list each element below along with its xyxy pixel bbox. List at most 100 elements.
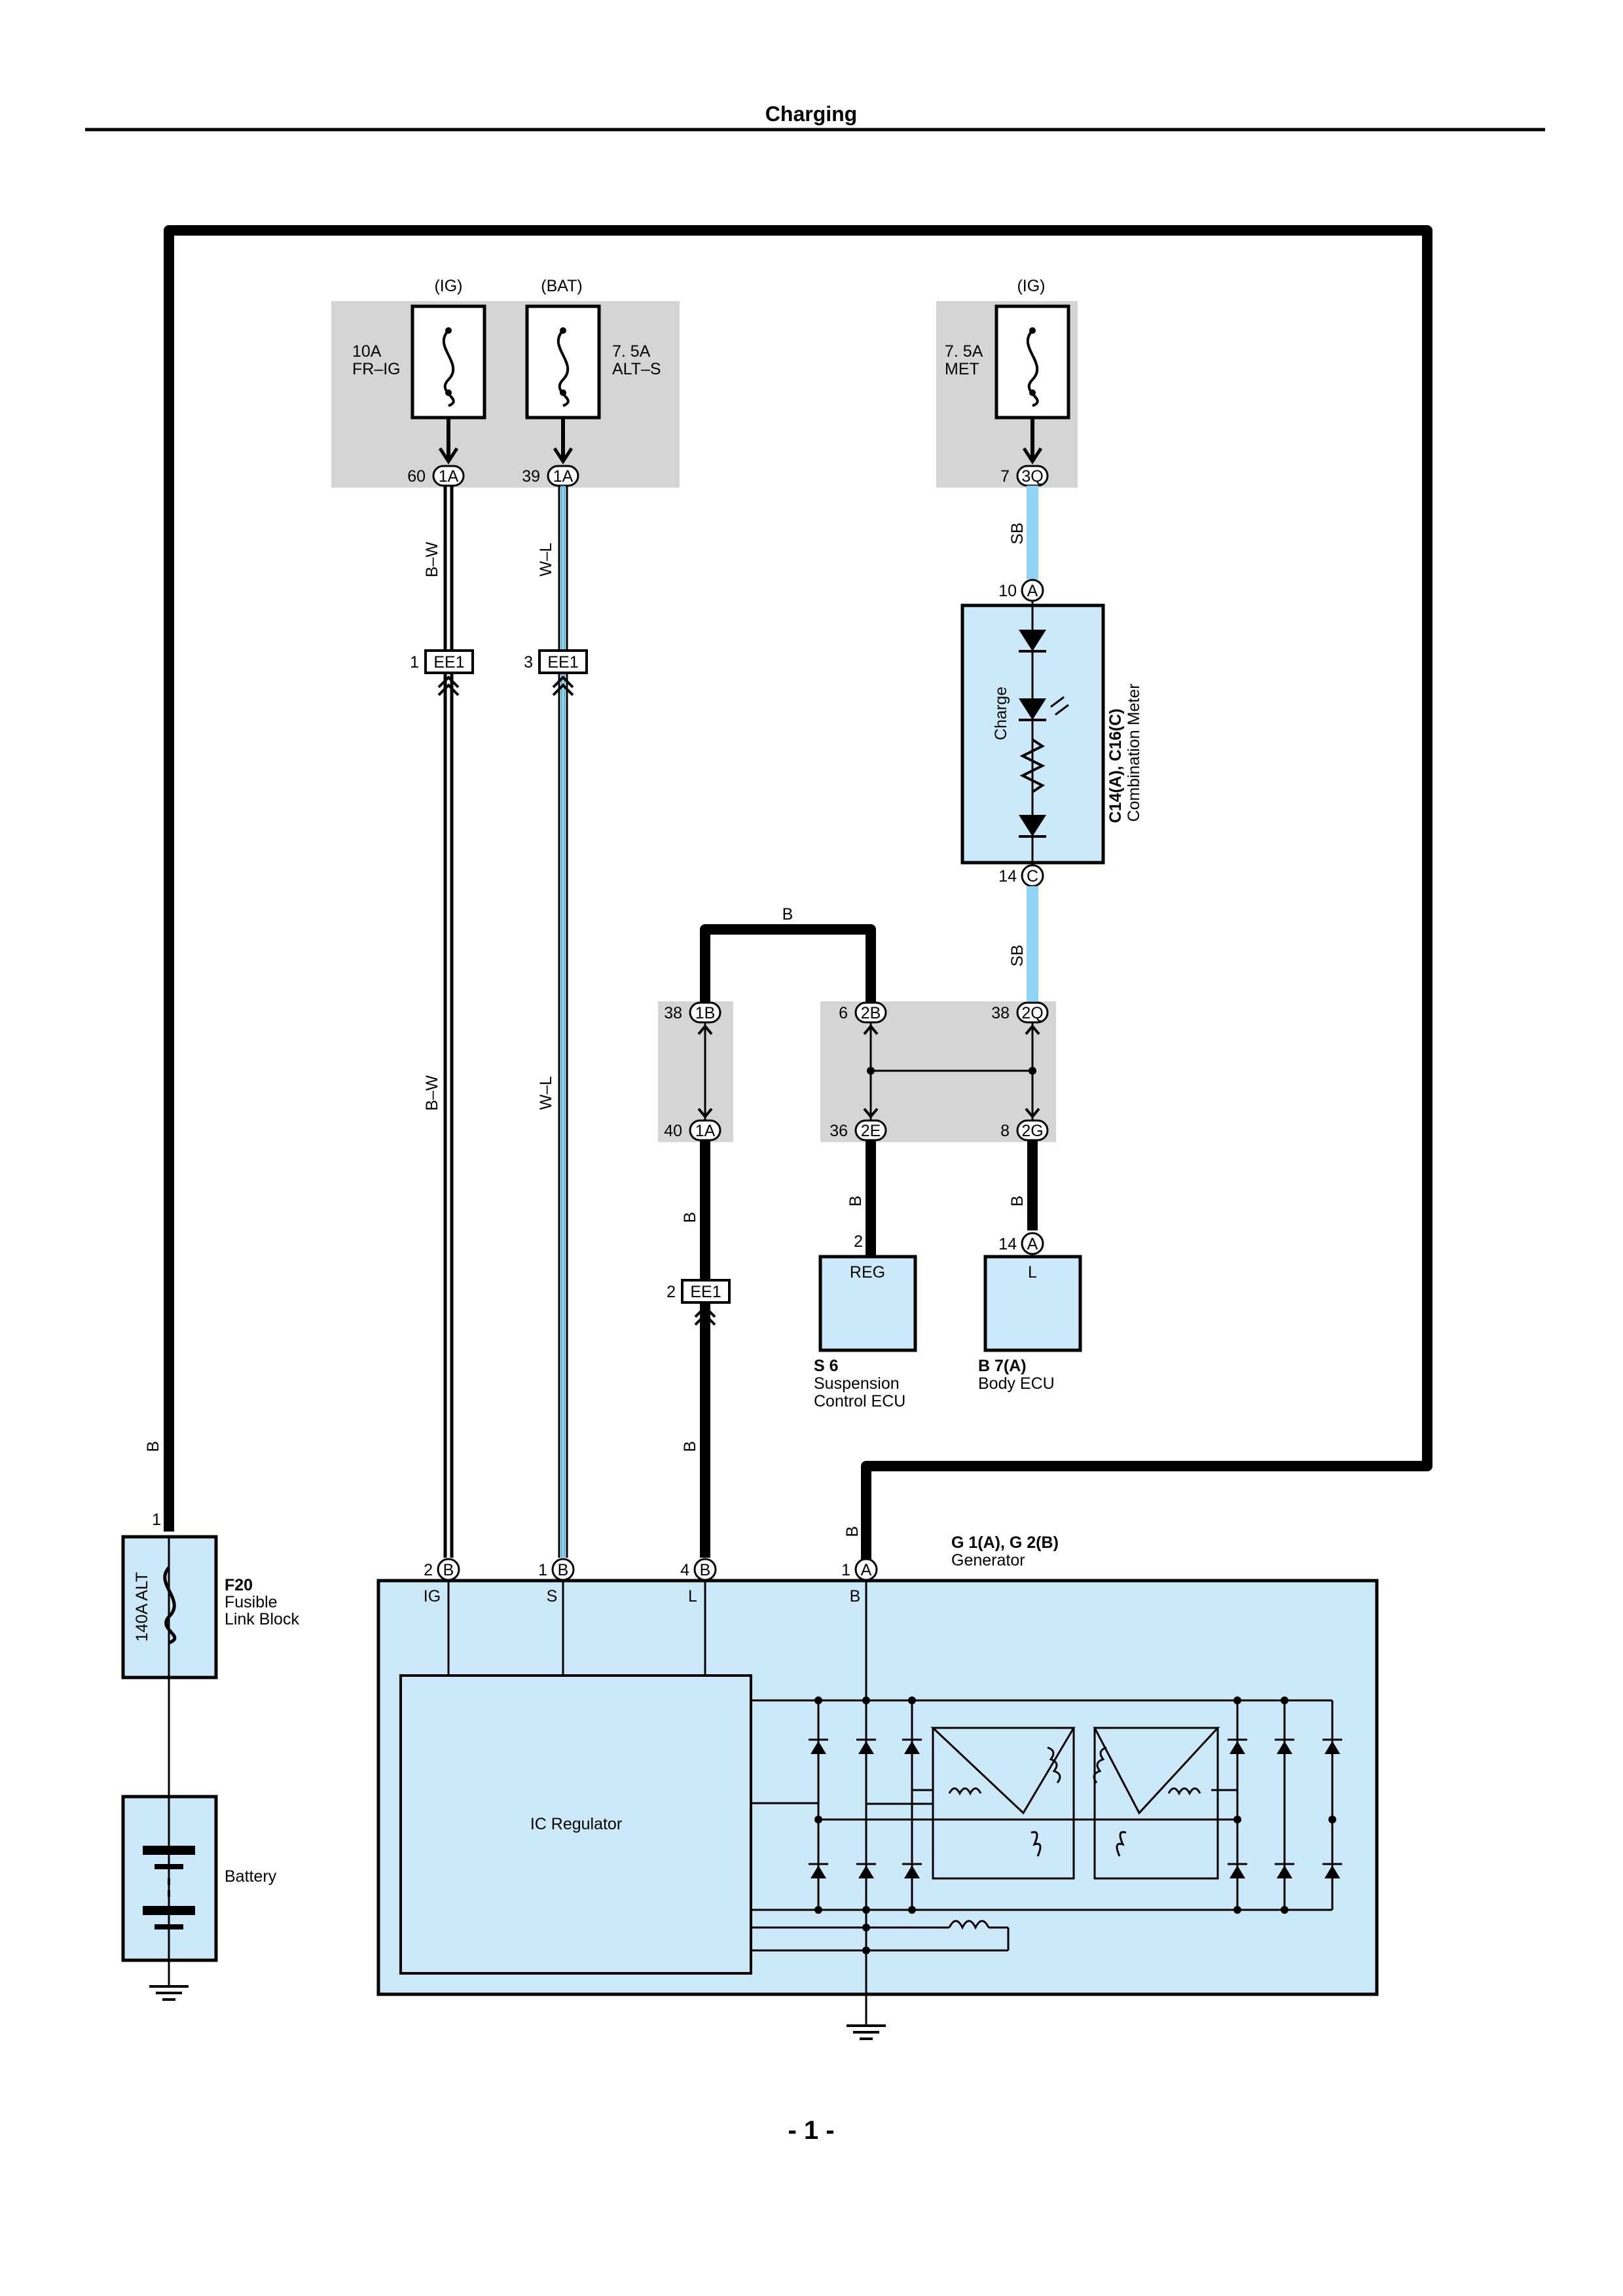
- page-number: - 1 -: [788, 2116, 834, 2145]
- svg-text:4: 4: [680, 1561, 689, 1579]
- fusible-link-icon: [163, 1566, 177, 1645]
- fuse-fr-ig-source: (IG): [434, 277, 462, 295]
- connector-60-1a: 1A 60: [407, 465, 465, 487]
- wire-label-wl-1: W–L: [537, 543, 555, 577]
- svg-text:2: 2: [666, 1283, 676, 1301]
- connector-8-2g: 2G 8: [1000, 1119, 1049, 1141]
- svg-text:14: 14: [998, 867, 1017, 886]
- suspension-terminal: REG: [850, 1263, 885, 1282]
- wire-label-sb-2: SB: [1008, 944, 1027, 966]
- svg-text:EE1: EE1: [433, 653, 464, 672]
- svg-text:38: 38: [991, 1004, 1010, 1022]
- suspension-pin: 2: [854, 1232, 863, 1251]
- fusible-rating: 140A ALT: [133, 1572, 151, 1642]
- wire-label-b-l2: B: [681, 1441, 699, 1452]
- fuse-fr-ig-amp: 10A: [352, 342, 382, 361]
- connector-gen-4b: B 4: [680, 1558, 717, 1581]
- svg-text:1: 1: [538, 1561, 547, 1579]
- fusible-code: F20: [225, 1576, 253, 1594]
- fuse-alt-s-name: ALT–S: [612, 360, 661, 378]
- fuse-met: [994, 304, 1070, 420]
- svg-text:39: 39: [522, 467, 540, 486]
- wire-label-b-top: B: [782, 905, 793, 924]
- svg-text:EE1: EE1: [690, 1283, 721, 1301]
- fuse-fr-ig-name: FR–IG: [352, 360, 401, 378]
- suspension-name-1: Suspension: [814, 1374, 900, 1393]
- svg-text:EE1: EE1: [547, 653, 578, 672]
- connector-meter-a10: A 10: [998, 579, 1044, 602]
- meter-diode-1: [1019, 630, 1046, 651]
- svg-text:1: 1: [841, 1561, 850, 1579]
- svg-text:A: A: [1027, 1235, 1038, 1253]
- wire-label-bw-1: B–W: [423, 542, 441, 578]
- svg-text:38: 38: [664, 1004, 682, 1022]
- fuse-alt-s-source: (BAT): [541, 277, 582, 295]
- svg-text:B: B: [700, 1561, 711, 1579]
- charge-lamp-label: Charge: [992, 687, 1010, 740]
- meter-resistor-icon: [1019, 738, 1046, 793]
- body-ecu-name: Body ECU: [978, 1374, 1055, 1393]
- body-ecu-code: B 7(A): [978, 1357, 1027, 1375]
- svg-text:36: 36: [830, 1122, 848, 1140]
- wire-label-b-gen: B: [843, 1526, 862, 1537]
- svg-text:2Q: 2Q: [1021, 1004, 1043, 1022]
- fusible-name-1: Fusible: [225, 1593, 278, 1611]
- suspension-code: S 6: [814, 1357, 839, 1375]
- ground-icon-battery: [149, 1985, 189, 2001]
- meter-name: Combination Meter: [1125, 683, 1143, 821]
- wire-label-wl-2: W–L: [537, 1076, 555, 1110]
- fuse-met-amp: 7. 5A: [945, 342, 983, 361]
- svg-text:10: 10: [998, 582, 1017, 600]
- svg-text:2: 2: [424, 1561, 433, 1579]
- svg-text:1: 1: [410, 653, 419, 672]
- main-b-loop-wire: [164, 225, 1432, 1564]
- gen-terminal-s: S: [547, 1587, 558, 1605]
- connector-ee1-pin1: EE1 1: [410, 649, 474, 696]
- connector-6-2b: 2B 6: [839, 1001, 887, 1024]
- svg-text:1B: 1B: [695, 1004, 716, 1022]
- connector-39-1a: 1A 39: [522, 465, 579, 487]
- charge-lamp-led-icon: [1019, 698, 1046, 720]
- fuse-met-source: (IG): [1017, 277, 1045, 295]
- svg-text:3Q: 3Q: [1021, 467, 1043, 486]
- wire-label-b-left: B: [144, 1441, 162, 1452]
- generator-code: G 1(A), G 2(B): [951, 1534, 1059, 1552]
- wire-label-sb-1: SB: [1008, 522, 1027, 544]
- svg-text:1A: 1A: [695, 1122, 716, 1140]
- fuse-box-left: [331, 301, 680, 488]
- junction-box-1b: [658, 1001, 733, 1142]
- wire-label-b-body: B: [1008, 1196, 1027, 1207]
- svg-text:C: C: [1027, 867, 1038, 886]
- body-ecu-terminal: L: [1028, 1263, 1037, 1282]
- gen-terminal-b: B: [850, 1587, 861, 1605]
- wire-label-b-reg: B: [847, 1196, 865, 1207]
- connector-36-2e: 2E 36: [830, 1119, 887, 1141]
- connector-38-2q: 2Q 38: [991, 1001, 1049, 1024]
- svg-text:8: 8: [1000, 1122, 1010, 1140]
- connector-40-1a: 1A 40: [664, 1119, 721, 1141]
- body-ecu-box: [983, 1255, 1082, 1352]
- svg-text:2B: 2B: [861, 1004, 881, 1022]
- wire-w-l: [558, 486, 568, 1558]
- svg-text:2G: 2G: [1021, 1122, 1043, 1140]
- connector-38-1b: 1B 38: [664, 1001, 721, 1024]
- svg-text:60: 60: [407, 467, 426, 486]
- rectifier-diodes: [811, 1741, 1340, 1878]
- connector-gen-2b: B 2: [424, 1558, 460, 1581]
- svg-text:B: B: [443, 1561, 454, 1579]
- svg-text:1A: 1A: [439, 467, 459, 486]
- wire-b-w: [443, 486, 454, 1558]
- svg-text:A: A: [1027, 582, 1038, 600]
- connector-7-3q: 3Q 7: [1000, 465, 1049, 487]
- fuse-met-name: MET: [945, 360, 979, 378]
- svg-text:2E: 2E: [861, 1122, 881, 1140]
- fuse-fr-ig-icon: [442, 329, 455, 407]
- fuse-met-icon: [1026, 329, 1039, 407]
- fuse-alt-s-icon: [556, 329, 570, 407]
- ic-regulator-label: IC Regulator: [530, 1815, 622, 1833]
- svg-text:B: B: [558, 1561, 569, 1579]
- connector-body-a14: A 14: [998, 1232, 1044, 1255]
- battery-label: Battery: [225, 1867, 277, 1886]
- battery-icon: [143, 1846, 195, 1929]
- svg-text:1A: 1A: [553, 467, 574, 486]
